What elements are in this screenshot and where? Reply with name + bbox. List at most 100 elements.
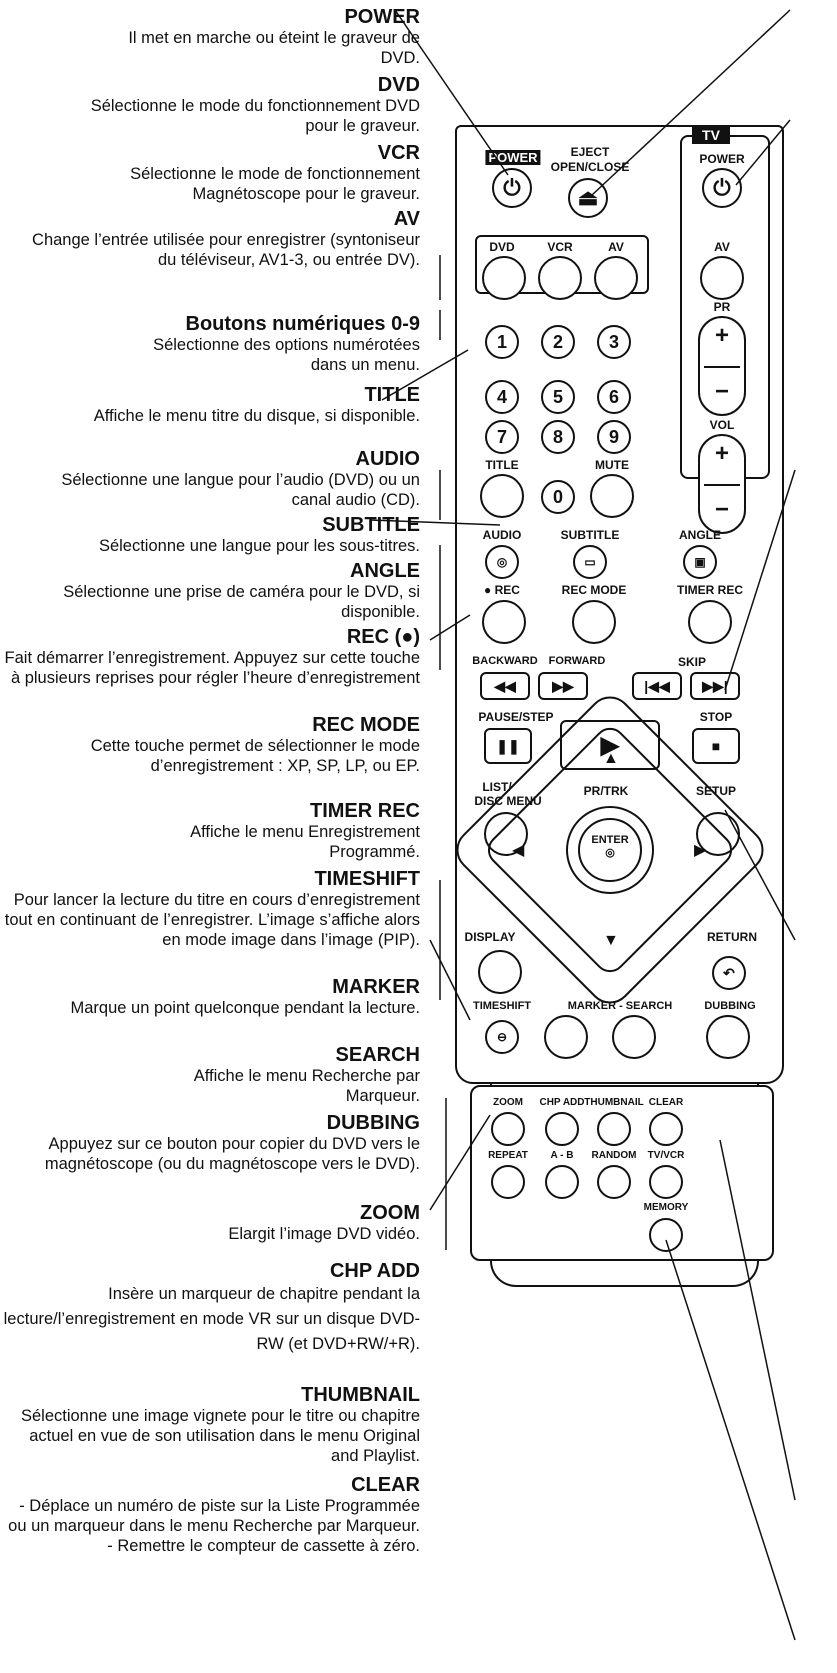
leader-memory bbox=[665, 1239, 796, 1641]
title-button[interactable] bbox=[480, 474, 524, 518]
subtitle-button[interactable]: ▭ bbox=[573, 545, 607, 579]
dubbing-label: DUBBING bbox=[704, 1000, 756, 1012]
thumbnail-label: THUMBNAIL bbox=[584, 1097, 644, 1108]
number-7-button[interactable]: 7 bbox=[485, 420, 519, 454]
clear-button[interactable] bbox=[649, 1112, 683, 1146]
dvd-button[interactable] bbox=[482, 256, 526, 300]
entry-desc: Sélectionne le mode du fonctionnement DV… bbox=[90, 97, 420, 135]
search-button[interactable] bbox=[612, 1015, 656, 1059]
thumbnail-button[interactable] bbox=[597, 1112, 631, 1146]
entry-desc: Il met en marche ou éteint le graveur de… bbox=[128, 29, 420, 67]
rec-button[interactable] bbox=[482, 600, 526, 644]
entry-desc: Sélectionne une langue pour les sous-tit… bbox=[98, 537, 420, 555]
up-arrow-icon[interactable]: ▲ bbox=[603, 750, 619, 767]
mute-button[interactable] bbox=[590, 474, 634, 518]
eject-label: EJECT bbox=[570, 145, 610, 159]
number-3-button[interactable]: 3 bbox=[597, 325, 631, 359]
marker-button[interactable] bbox=[544, 1015, 588, 1059]
display-button[interactable] bbox=[478, 950, 522, 994]
backward-button[interactable]: ◀◀ bbox=[480, 672, 530, 700]
list-label: LIST/ bbox=[482, 780, 512, 794]
leader-clear bbox=[719, 1139, 796, 1501]
leader-eject bbox=[591, 9, 791, 196]
pause-step-button[interactable]: ❚❚ bbox=[484, 728, 532, 764]
vol-rocker[interactable]: +− bbox=[698, 434, 746, 534]
entry-title: REC (●) bbox=[346, 626, 420, 648]
enter-label: ENTER bbox=[591, 834, 629, 846]
entry-desc: - Déplace un numéro de piste sur la List… bbox=[8, 1497, 420, 1555]
timeshift-button[interactable]: ⊖ bbox=[485, 1020, 519, 1054]
av-button[interactable] bbox=[594, 256, 638, 300]
stop-button[interactable]: ■ bbox=[692, 728, 740, 764]
chp-add-label: CHP ADD bbox=[539, 1097, 585, 1108]
audio-label: AUDIO bbox=[482, 528, 522, 542]
leader-tv-power bbox=[735, 119, 791, 186]
av-label: AV bbox=[608, 240, 624, 254]
ab-button[interactable] bbox=[545, 1165, 579, 1199]
dubbing-button[interactable] bbox=[706, 1015, 750, 1059]
number-9-button[interactable]: 9 bbox=[597, 420, 631, 454]
right-arrow-icon[interactable]: ▶ bbox=[694, 842, 707, 859]
repeat-label: REPEAT bbox=[488, 1150, 528, 1161]
random-button[interactable] bbox=[597, 1165, 631, 1199]
skip-forward-button[interactable]: ▶▶| bbox=[690, 672, 740, 700]
angle-button[interactable]: ▣ bbox=[683, 545, 717, 579]
number-0-button[interactable]: 0 bbox=[541, 480, 575, 514]
power-button[interactable]: ⏻ bbox=[492, 168, 532, 208]
setup-button[interactable] bbox=[696, 812, 740, 856]
left-arrow-icon[interactable]: ◀ bbox=[512, 842, 525, 859]
pr-rocker[interactable]: +− bbox=[698, 316, 746, 416]
entry-title: ANGLE bbox=[350, 560, 420, 582]
entry-desc: Cette touche permet de sélectionner le m… bbox=[90, 737, 420, 775]
entry-title: TIMER REC bbox=[310, 800, 420, 822]
entry-title: TITLE bbox=[364, 384, 420, 406]
audio-button[interactable]: ◎ bbox=[485, 545, 519, 579]
chp-add-button[interactable] bbox=[545, 1112, 579, 1146]
subtitle-label: SUBTITLE bbox=[560, 528, 620, 542]
number-2-button[interactable]: 2 bbox=[541, 325, 575, 359]
tv-power-button[interactable]: ⏻ bbox=[702, 168, 742, 208]
entry-title: AUDIO bbox=[355, 448, 420, 470]
tv-vcr-button[interactable] bbox=[649, 1165, 683, 1199]
number-8-button[interactable]: 8 bbox=[541, 420, 575, 454]
forward-button[interactable]: ▶▶ bbox=[538, 672, 588, 700]
tv-power-label: POWER bbox=[699, 152, 745, 166]
tv-av-button[interactable] bbox=[700, 256, 744, 300]
return-button[interactable]: ↶ bbox=[712, 956, 746, 990]
entry-clear: CLEAR- Déplace un numéro de piste sur la… bbox=[0, 1474, 420, 1556]
eject-button[interactable]: ⏏ bbox=[568, 178, 608, 218]
number-1-button[interactable]: 1 bbox=[485, 325, 519, 359]
marker-search-label: MARKER - SEARCH bbox=[567, 1000, 673, 1012]
leader-timeshift bbox=[429, 939, 471, 1021]
number-4-button[interactable]: 4 bbox=[485, 380, 519, 414]
down-arrow-icon[interactable]: ▼ bbox=[603, 932, 619, 949]
entry-title: THUMBNAIL bbox=[301, 1384, 420, 1406]
random-label: RANDOM bbox=[591, 1150, 637, 1161]
number-5-button[interactable]: 5 bbox=[541, 380, 575, 414]
enter-button[interactable]: ENTER◎ bbox=[578, 818, 642, 882]
vcr-button[interactable] bbox=[538, 256, 582, 300]
number-6-button[interactable]: 6 bbox=[597, 380, 631, 414]
play-button[interactable]: ▶ bbox=[560, 720, 660, 770]
rec-mode-button[interactable] bbox=[572, 600, 616, 644]
memory-button[interactable] bbox=[649, 1218, 683, 1252]
timer-rec-button[interactable] bbox=[688, 600, 732, 644]
repeat-button[interactable] bbox=[491, 1165, 525, 1199]
list-disc-menu-button[interactable] bbox=[484, 812, 528, 856]
skip-back-button[interactable]: |◀◀ bbox=[632, 672, 682, 700]
entry-title: SUBTITLE bbox=[322, 514, 420, 536]
entry-title: TIMESHIFT bbox=[314, 868, 420, 890]
backward-label: BACKWARD bbox=[472, 655, 538, 667]
zoom-button[interactable] bbox=[491, 1112, 525, 1146]
open-close-label: OPEN/CLOSE bbox=[550, 160, 630, 174]
